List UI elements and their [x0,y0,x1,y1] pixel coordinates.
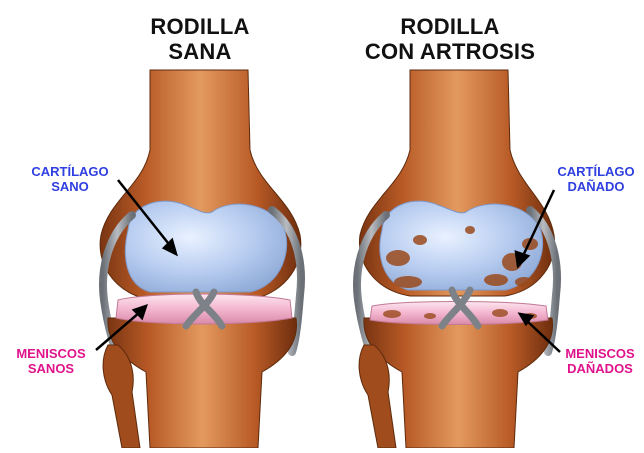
label-meniscus-healthy-line2: SANOS [4,361,98,376]
label-meniscus-healthy: MENISCOS SANOS [4,346,98,376]
label-cartilage-damaged: CARTÍLAGO DAÑADO [548,164,644,194]
title-healthy-line1: RODILLA [100,14,300,39]
label-meniscus-damaged-line2: DAÑADOS [556,361,644,376]
cartilage-healthy [125,201,286,292]
title-arthritic-line2: CON ARTROSIS [330,39,570,64]
label-meniscus-damaged: MENISCOS DAÑADOS [556,346,644,376]
label-cartilage-healthy-line1: CARTÍLAGO [22,164,118,179]
label-cartilage-damaged-line2: DAÑADO [548,179,644,194]
label-meniscus-damaged-line1: MENISCOS [556,346,644,361]
healthy-knee [100,70,301,448]
title-arthritic-knee: RODILLA CON ARTROSIS [330,14,570,64]
title-healthy-line2: SANA [100,39,300,64]
label-meniscus-healthy-line1: MENISCOS [4,346,98,361]
label-cartilage-healthy: CARTÍLAGO SANO [22,164,118,194]
arthritic-knee [357,70,557,448]
label-cartilage-damaged-line1: CARTÍLAGO [548,164,644,179]
label-cartilage-healthy-line2: SANO [22,179,118,194]
title-arthritic-line1: RODILLA [330,14,570,39]
title-healthy-knee: RODILLA SANA [100,14,300,64]
